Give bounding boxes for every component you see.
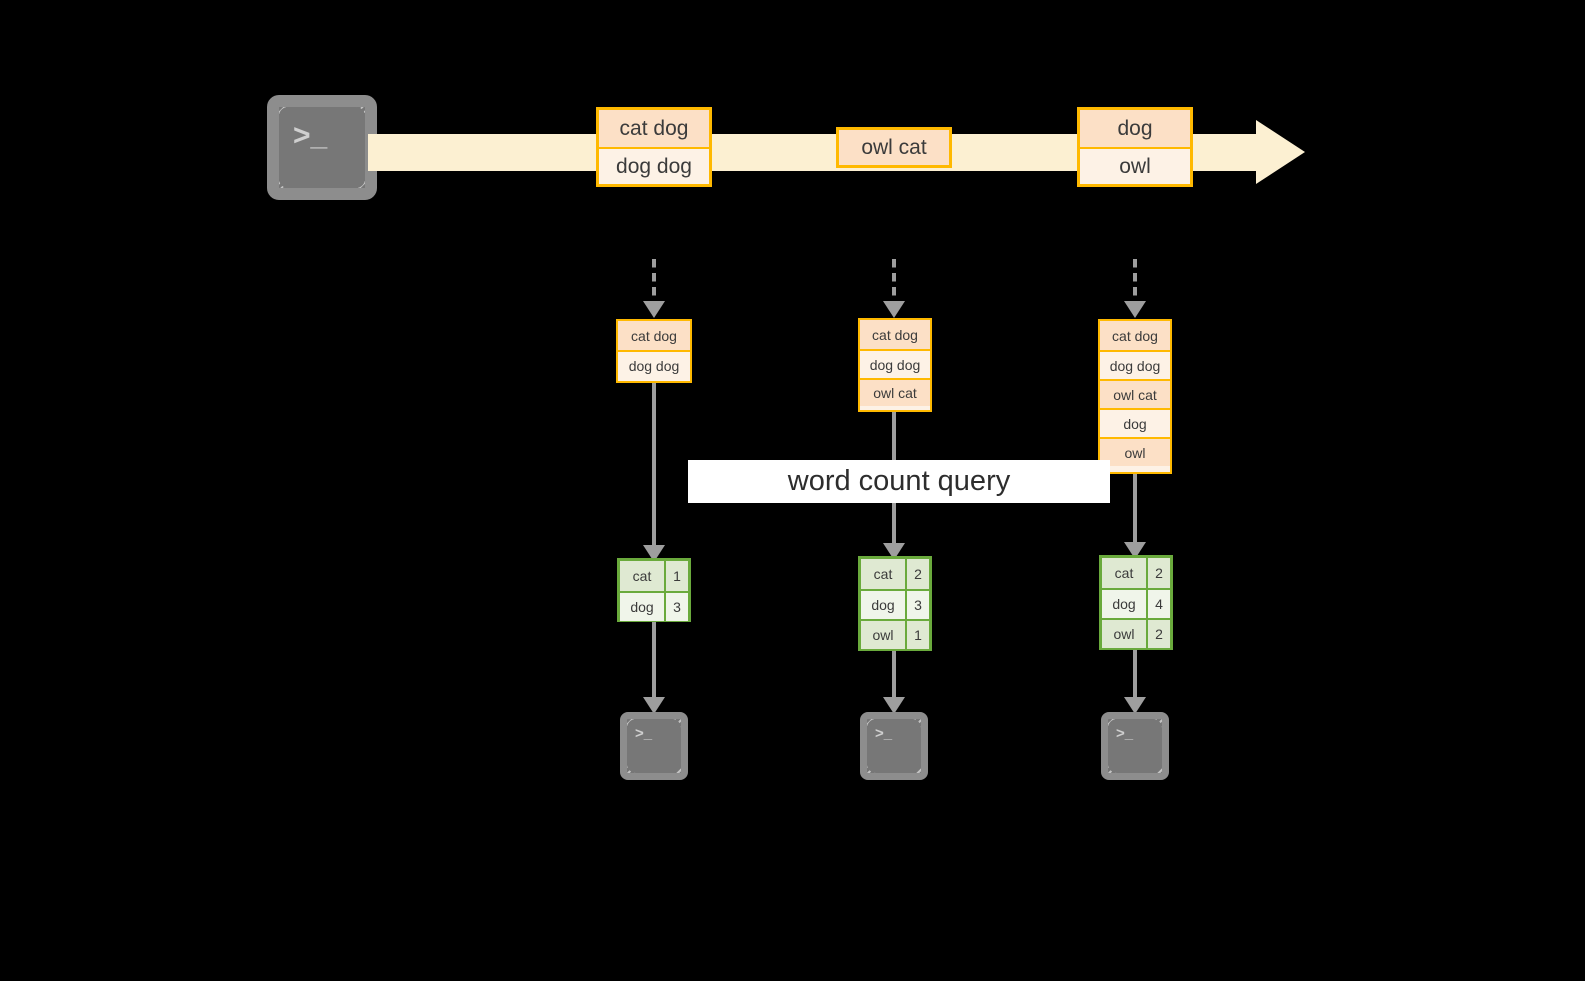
result-to-sink-connector-3 (1133, 650, 1137, 701)
result-word: cat (861, 559, 905, 589)
buffer-row: dog dog (618, 350, 690, 379)
stream-to-buffer-connector-2 (892, 259, 896, 303)
result-row: cat 1 (620, 561, 688, 591)
result-to-sink-arrowhead-3 (1124, 697, 1146, 714)
terminal-prompt-glyph: >_ (875, 725, 893, 742)
buffer-row: dog dog (1100, 350, 1170, 379)
buffer-row: dog (1100, 408, 1170, 437)
buffer-row: owl cat (860, 378, 930, 406)
stream-to-buffer-arrowhead-3 (1124, 301, 1146, 318)
result-word: owl (861, 621, 905, 649)
sink-terminal-icon-3: >_ (1101, 712, 1169, 780)
stream-event-line: owl cat (839, 130, 949, 165)
buffer-to-result-arrowhead-3 (1124, 542, 1146, 559)
result-count: 2 (1146, 558, 1170, 588)
result-to-sink-connector-1 (652, 622, 656, 701)
stream-event-1[interactable]: cat dog dog dog (596, 107, 712, 187)
result-row: dog 4 (1102, 588, 1170, 618)
buffer-to-result-arrowhead-2 (883, 543, 905, 560)
result-count: 4 (1146, 590, 1170, 618)
source-terminal-icon: >_ (267, 95, 377, 200)
result-count: 2 (1146, 620, 1170, 648)
buffer-snapshot-3[interactable]: cat dog dog dog owl cat dog owl (1098, 319, 1172, 474)
stream-to-buffer-arrowhead-1 (643, 301, 665, 318)
buffer-row: cat dog (1100, 321, 1170, 350)
stream-event-line: cat dog (599, 110, 709, 147)
buffer-snapshot-2[interactable]: cat dog dog dog owl cat (858, 318, 932, 412)
stream-event-line: dog dog (599, 147, 709, 184)
terminal-prompt-glyph: >_ (635, 725, 653, 742)
result-table-3[interactable]: cat 2 dog 4 owl 2 (1099, 555, 1173, 650)
terminal-screen: >_ (867, 719, 921, 773)
result-word: dog (861, 591, 905, 619)
result-word: cat (1102, 558, 1146, 588)
terminal-screen: >_ (1108, 719, 1162, 773)
stream-event-line: dog (1080, 110, 1190, 147)
buffer-to-result-connector-1 (652, 383, 656, 550)
result-row: dog 3 (620, 591, 688, 621)
stream-event-3[interactable]: dog owl (1077, 107, 1193, 187)
result-row: owl 1 (861, 619, 929, 649)
result-to-sink-arrowhead-1 (643, 697, 665, 714)
result-to-sink-connector-2 (892, 651, 896, 701)
buffer-row: owl (1100, 437, 1170, 466)
result-count: 3 (664, 593, 688, 621)
buffer-row: cat dog (860, 320, 930, 349)
result-word: cat (620, 561, 664, 591)
query-banner: word count query (688, 460, 1110, 503)
buffer-row: dog dog (860, 349, 930, 378)
terminal-screen: >_ (279, 107, 365, 188)
result-count: 1 (664, 561, 688, 591)
buffer-to-result-arrowhead-1 (643, 545, 665, 562)
stream-to-buffer-connector-1 (652, 259, 656, 303)
stream-event-2[interactable]: owl cat (836, 127, 952, 168)
result-row: owl 2 (1102, 618, 1170, 648)
result-word: owl (1102, 620, 1146, 648)
buffer-row: cat dog (618, 321, 690, 350)
result-word: dog (1102, 590, 1146, 618)
terminal-screen: >_ (627, 719, 681, 773)
result-row: dog 3 (861, 589, 929, 619)
buffer-snapshot-1[interactable]: cat dog dog dog (616, 319, 692, 383)
result-row: cat 2 (861, 559, 929, 589)
result-table-2[interactable]: cat 2 dog 3 owl 1 (858, 556, 932, 651)
result-to-sink-arrowhead-2 (883, 697, 905, 714)
stream-to-buffer-connector-3 (1133, 259, 1137, 303)
terminal-prompt-glyph: >_ (1116, 725, 1134, 742)
result-count: 2 (905, 559, 929, 589)
terminal-prompt-glyph: >_ (293, 119, 328, 152)
stream-to-buffer-arrowhead-2 (883, 301, 905, 318)
result-count: 3 (905, 591, 929, 619)
result-table-1[interactable]: cat 1 dog 3 (617, 558, 691, 622)
sink-terminal-icon-1: >_ (620, 712, 688, 780)
query-banner-label: word count query (787, 465, 1011, 497)
buffer-to-result-connector-3 (1133, 474, 1137, 548)
buffer-row: owl cat (1100, 379, 1170, 408)
stream-event-line: owl (1080, 147, 1190, 184)
result-row: cat 2 (1102, 558, 1170, 588)
event-stream-arrowhead (1256, 120, 1308, 184)
sink-terminal-icon-2: >_ (860, 712, 928, 780)
result-count: 1 (905, 621, 929, 649)
result-word: dog (620, 593, 664, 621)
